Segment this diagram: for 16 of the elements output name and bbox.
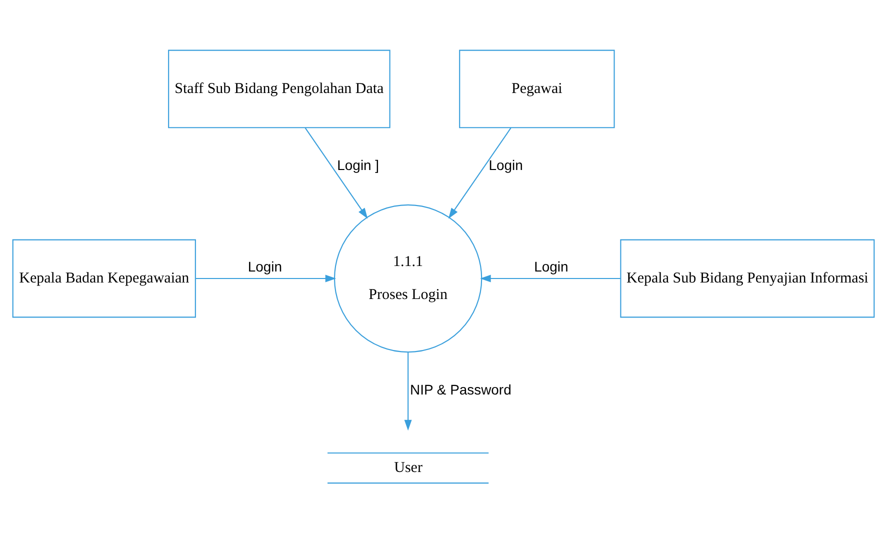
arrow (448, 127, 512, 218)
node-box: Staff Sub Bidang Pengolahan Data (168, 49, 390, 128)
edge-label: Login (534, 258, 568, 274)
node-box: Pegawai (459, 49, 615, 128)
arrow (304, 127, 368, 218)
edge-label: Login ] (337, 156, 380, 172)
edge-label: NIP & Password (410, 380, 512, 397)
node-circle: 1.1.1 Proses Login (334, 204, 482, 352)
arrow (404, 352, 412, 430)
edge-label: Login (488, 156, 523, 172)
node-box: Kepala Badan Kepegawaian (12, 238, 196, 318)
arrow (480, 274, 620, 282)
edge-label: Login (248, 258, 282, 274)
node-text: User (394, 460, 422, 476)
arrow (196, 274, 336, 282)
node-box: Kepala Sub Bidang Penyajian Informasi (620, 238, 875, 318)
